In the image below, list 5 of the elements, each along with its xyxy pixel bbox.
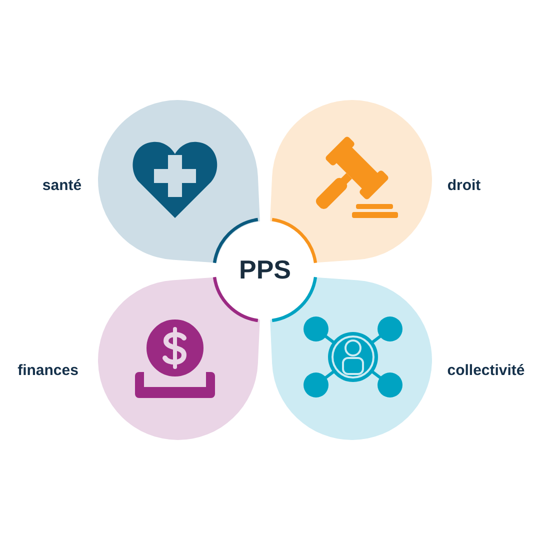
category-label: collectivité <box>447 362 525 380</box>
category-label: finances <box>18 362 78 380</box>
category-label: droit <box>447 178 481 194</box>
center-label: PPS <box>238 256 292 284</box>
category-label: santé <box>42 178 82 194</box>
